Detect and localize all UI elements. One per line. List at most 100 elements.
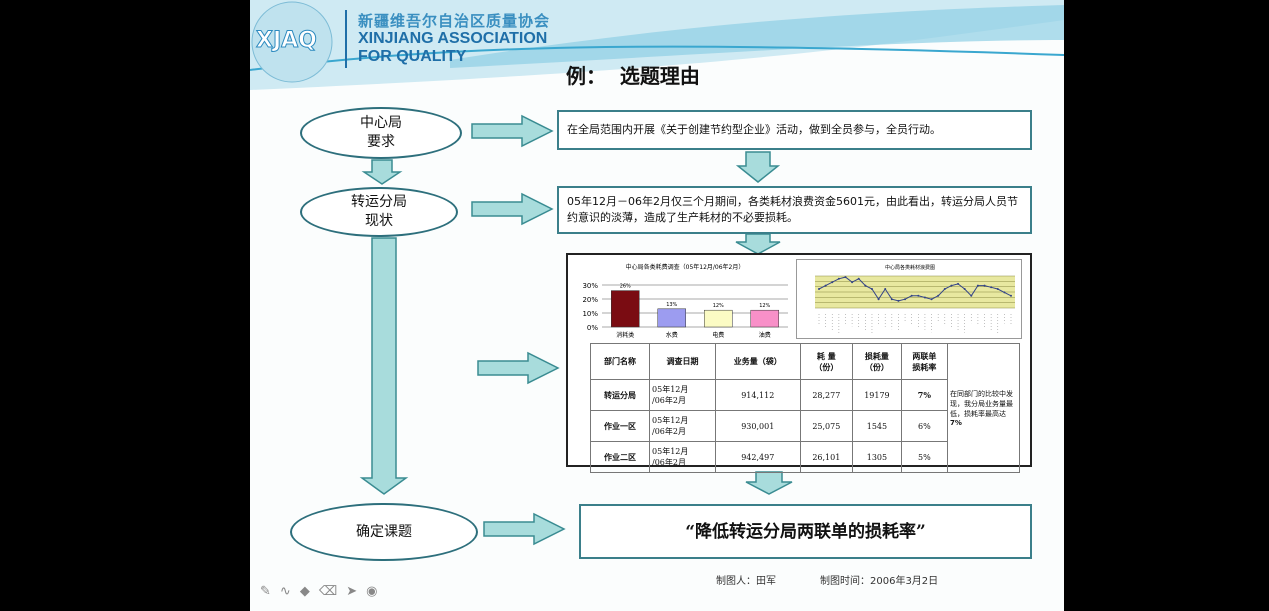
data-point — [851, 281, 854, 284]
requirement-text: 在全局范围内开展《关于创建节约型企业》活动，做到全员参与，全员行动。 — [557, 110, 1032, 150]
cell: 930,001 — [714, 410, 801, 442]
data-point — [957, 282, 960, 285]
data-label: 13% — [666, 302, 677, 308]
data-point — [930, 298, 933, 301]
data-point — [837, 277, 840, 280]
header-swoosh — [250, 0, 1064, 90]
pen-icon[interactable]: ✎ — [260, 584, 271, 599]
series-line — [818, 276, 1012, 302]
y-tick-label: 0% — [587, 324, 598, 332]
data-label: 26% — [620, 284, 631, 290]
data-point — [844, 276, 847, 279]
cell: 05年12月 /06年2月 — [649, 410, 716, 442]
col-header: 调查日期 — [649, 343, 716, 380]
divider — [345, 10, 347, 68]
bar — [750, 309, 779, 328]
step-requirement: 中心局 要求 — [300, 107, 462, 159]
data-point — [818, 288, 820, 290]
data-point — [897, 299, 900, 302]
cell: 作业二区 — [589, 441, 651, 473]
data-label: 12% — [759, 303, 770, 309]
y-tick-label: 10% — [582, 310, 598, 318]
data-point — [831, 281, 834, 284]
curve-icon[interactable]: ∿ — [279, 584, 291, 599]
note-text: 在同部门的比较中发现，我分局业务量最低，损耗率最高达 — [950, 390, 1013, 418]
cell: 05年12月 /06年2月 — [649, 441, 716, 473]
data-label: 12% — [713, 303, 724, 309]
category-label: 油费 — [759, 331, 771, 339]
cell: 942,497 — [714, 441, 801, 473]
data-point — [1003, 291, 1006, 294]
data-point — [890, 298, 893, 301]
category-label: 消耗类 — [616, 331, 634, 339]
slide-title: 例： 选题理由 — [566, 64, 700, 88]
arrow-down-icon — [361, 159, 403, 185]
category-label: 水费 — [666, 331, 678, 339]
arrow-right-icon — [471, 192, 554, 226]
data-point — [943, 288, 946, 290]
chart-title: 中心局各类耗材浪费图 — [885, 264, 935, 271]
table-header-row: 部门名称 调查日期 业务量（袋） 耗 量 （份） 损耗量 （份） 两联单 损耗率… — [589, 343, 1020, 473]
pen-toolbar: ✎ ∿ ◆ ⌫ ➤ ◉ — [260, 584, 377, 599]
author: 制图人：田军 — [716, 576, 776, 587]
bar — [611, 290, 640, 328]
bar — [704, 309, 733, 328]
cell: 914,112 — [714, 379, 801, 411]
bar — [657, 308, 686, 328]
col-header: 损耗量 （份） — [852, 343, 902, 380]
data-point — [970, 294, 973, 297]
data-point — [917, 294, 920, 297]
logo: XJAQ — [256, 28, 318, 54]
pointer-icon[interactable]: ➤ — [346, 584, 358, 599]
chart-title: 中心局各类耗费调查（05年12月/06年2月） — [626, 263, 745, 271]
col-header: 两联单 损耗率 — [900, 343, 949, 380]
record-icon[interactable]: ◉ — [366, 584, 378, 599]
data-point — [963, 288, 966, 290]
step-status: 转运分局 现状 — [300, 187, 458, 237]
org-name-cn: 新疆维吾尔自治区质量协会 — [358, 12, 551, 30]
col-header: 部门名称 — [589, 343, 651, 380]
line-chart: 中心局各类耗材浪费图 — [796, 259, 1022, 339]
bar-chart: 中心局各类耗费调查（05年12月/06年2月）0%10%20%30%26%消耗类… — [582, 263, 788, 339]
step-topic: 确定课题 — [290, 503, 478, 561]
data-point — [877, 298, 880, 301]
eraser-icon[interactable]: ⌫ — [318, 584, 338, 599]
data-point — [910, 294, 913, 297]
fill-icon[interactable]: ◆ — [299, 584, 310, 599]
cell: 26,101 — [799, 441, 854, 473]
data-point — [857, 277, 860, 280]
org-name-en-1: XINJIANG ASSOCIATION — [358, 30, 548, 47]
data-point — [950, 284, 953, 287]
data-point — [983, 284, 986, 287]
topic-text: “降低转运分局两联单的损耗率” — [579, 504, 1032, 559]
col-header: 业务量（袋） — [714, 343, 801, 380]
cell: 28,277 — [799, 379, 854, 411]
data-point — [870, 288, 873, 290]
arrows — [359, 114, 793, 546]
cell: 1545 — [852, 410, 902, 442]
arrow-down-icon — [745, 471, 793, 495]
col-header: 耗 量 （份） — [799, 343, 854, 380]
cell: 转运分局 — [589, 379, 651, 411]
data-point — [990, 286, 993, 289]
cell: 7% — [900, 379, 949, 411]
data-point — [976, 284, 979, 287]
cell: 5% — [900, 441, 949, 473]
data-panel: 中心局各类耗费调查（05年12月/06年2月）0%10%20%30%26%消耗类… — [566, 253, 1032, 473]
category-label: 电费 — [712, 331, 724, 339]
cell: 6% — [900, 410, 949, 442]
data-point — [864, 284, 867, 287]
data-point — [996, 288, 999, 290]
data-point — [884, 288, 887, 290]
y-tick-label: 20% — [582, 296, 598, 304]
data-point — [824, 284, 827, 287]
date: 制图时间：2006年3月2日 — [820, 576, 939, 587]
cell: 05年12月 /06年2月 — [649, 379, 716, 411]
arrow-right-icon — [477, 351, 560, 385]
arrow-down-icon — [359, 237, 409, 495]
cell: 作业一区 — [589, 410, 651, 442]
